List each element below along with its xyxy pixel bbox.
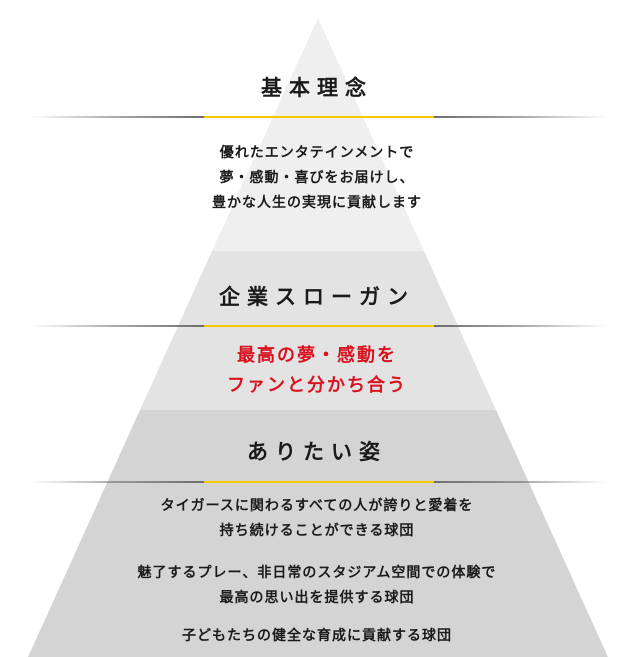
slogan-text: 最高の夢・感動を ファンと分かち合う	[0, 341, 634, 401]
philosophy-line: 夢・感動・喜びをお届けし、	[219, 170, 415, 186]
philosophy-heading: 基本理念	[261, 75, 373, 100]
slogan-divider	[0, 325, 634, 327]
philosophy-line: 豊かな人生の実現に貢献します	[212, 195, 422, 211]
divider-line-left	[30, 325, 204, 327]
vision-item-line: 最高の思い出を提供する球団	[219, 590, 415, 606]
vision-item: 子どもたちの健全な育成に貢献する球団	[0, 624, 634, 649]
vision-item: 魅了するプレー、非日常のスタジアム空間での体験で 最高の思い出を提供する球団	[0, 561, 634, 611]
philosophy-divider	[0, 116, 634, 118]
vision-item-line: 子どもたちの健全な育成に貢献する球団	[182, 628, 452, 644]
vision-item: タイガースに関わるすべての人が誇りと愛着を 持ち続けることができる球団	[0, 494, 634, 544]
pyramid-tier-top	[212, 18, 424, 251]
slogan-line: 最高の夢・感動を	[237, 345, 397, 366]
slogan-line: ファンと分かち合う	[227, 375, 407, 396]
divider-accent	[204, 325, 434, 327]
divider-line-left	[30, 116, 204, 118]
divider-accent	[204, 116, 434, 118]
philosophy-line: 優れたエンタテインメントで	[219, 145, 415, 161]
divider-line-left	[30, 481, 204, 483]
divider-accent	[204, 481, 434, 483]
pyramid-tier-middle	[140, 251, 496, 410]
vision-item-line: タイガースに関わるすべての人が誇りと愛着を	[160, 498, 474, 514]
divider-line-right	[434, 116, 608, 118]
vision-heading: ありたい姿	[247, 439, 387, 464]
vision-divider	[0, 481, 634, 483]
philosophy-text: 優れたエンタテインメントで 夢・感動・喜びをお届けし、 豊かな人生の実現に貢献し…	[0, 141, 634, 216]
slogan-heading: 企業スローガン	[219, 284, 415, 309]
vision-item-line: 持ち続けることができる球団	[219, 523, 415, 539]
divider-line-right	[434, 325, 608, 327]
vision-item-line: 魅了するプレー、非日常のスタジアム空間での体験で	[137, 565, 497, 581]
pyramid-tier-bottom	[28, 410, 608, 657]
divider-line-right	[434, 481, 608, 483]
